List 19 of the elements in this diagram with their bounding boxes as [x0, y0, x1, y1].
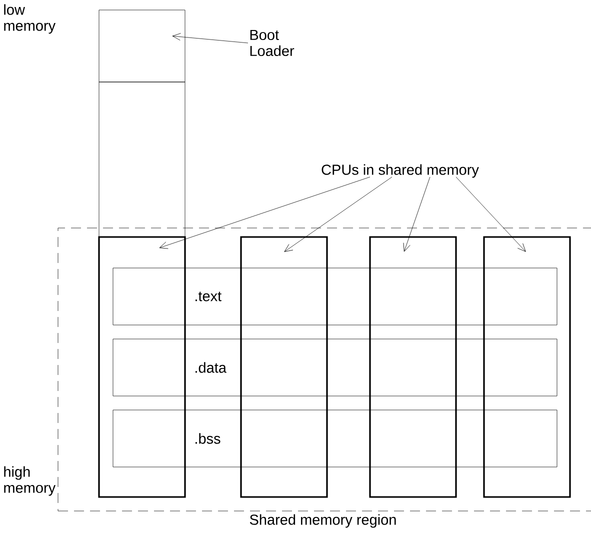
section-band: .data: [112, 338, 558, 396]
arrow: [456, 176, 526, 252]
memory-label: low memory: [4, 4, 56, 34]
text-label: CPUs in shared memory: [322, 164, 479, 178]
cpu-box: [483, 236, 571, 498]
section-band: .bss: [112, 410, 558, 468]
arrow: [284, 176, 392, 252]
boot-loader-slot: [98, 10, 186, 82]
section-band: .text: [112, 268, 558, 326]
cpu-box: [98, 236, 186, 498]
node-label: Shared memory region: [250, 514, 396, 528]
cpu-box: [369, 236, 457, 498]
arrow: [159, 176, 370, 249]
memory-column: [98, 82, 186, 238]
text-label: Boot Loader: [250, 30, 294, 56]
arrow: [403, 176, 430, 252]
cpu-box: [240, 236, 328, 498]
memory-label: high memory: [4, 466, 56, 496]
arrow: [172, 33, 248, 44]
